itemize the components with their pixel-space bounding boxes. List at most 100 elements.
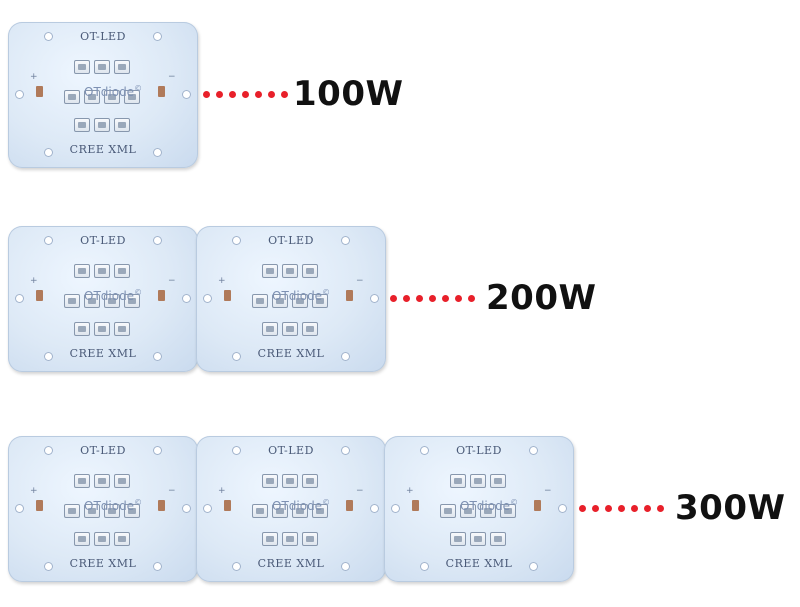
led-chip bbox=[114, 264, 130, 278]
mount-hole bbox=[182, 90, 191, 99]
solder-pad bbox=[346, 290, 353, 301]
led-chip bbox=[450, 474, 466, 488]
red-dot bbox=[579, 505, 586, 512]
led-chip bbox=[312, 294, 328, 308]
brand-watermark: OTdiode© bbox=[460, 498, 519, 513]
red-dot bbox=[403, 295, 410, 302]
row-200w: OT-LED + − OTdiode© CREE XML OT-LED bbox=[0, 222, 800, 382]
mount-hole bbox=[420, 562, 429, 571]
plus-sign: + bbox=[30, 276, 38, 286]
solder-pad bbox=[346, 500, 353, 511]
minus-sign: − bbox=[168, 486, 176, 496]
red-dot bbox=[605, 505, 612, 512]
led-chip bbox=[74, 322, 90, 336]
board-title: OT-LED bbox=[456, 444, 502, 457]
red-dot bbox=[631, 505, 638, 512]
mount-hole bbox=[558, 504, 567, 513]
led-board: OT-LED + − OTdiode© CREE XML bbox=[8, 22, 198, 168]
led-chip bbox=[490, 532, 506, 546]
led-chip bbox=[302, 474, 318, 488]
mount-hole bbox=[15, 90, 24, 99]
mount-hole bbox=[232, 446, 241, 455]
board-title: OT-LED bbox=[80, 30, 126, 43]
minus-sign: − bbox=[168, 72, 176, 82]
mount-hole bbox=[529, 562, 538, 571]
minus-sign: − bbox=[544, 486, 552, 496]
plus-sign: + bbox=[406, 486, 414, 496]
led-chip bbox=[262, 264, 278, 278]
led-chip bbox=[282, 474, 298, 488]
led-chip bbox=[450, 532, 466, 546]
mount-hole bbox=[232, 562, 241, 571]
mount-hole bbox=[153, 148, 162, 157]
led-chip bbox=[104, 294, 120, 308]
brand-watermark: OTdiode© bbox=[84, 288, 143, 303]
mount-hole bbox=[529, 446, 538, 455]
led-array bbox=[196, 436, 386, 582]
led-chip bbox=[64, 294, 80, 308]
led-chip bbox=[74, 264, 90, 278]
red-dot bbox=[229, 91, 236, 98]
red-dot bbox=[203, 91, 210, 98]
led-chip bbox=[74, 474, 90, 488]
mount-hole bbox=[370, 504, 379, 513]
mount-hole bbox=[15, 504, 24, 513]
led-array bbox=[8, 22, 198, 168]
row-300w: OT-LED + − OTdiode© CREE XML OT-LED bbox=[0, 432, 800, 592]
solder-pad bbox=[534, 500, 541, 511]
red-dot bbox=[592, 505, 599, 512]
mount-hole bbox=[44, 446, 53, 455]
red-dot bbox=[281, 91, 288, 98]
mount-hole bbox=[391, 504, 400, 513]
red-dot bbox=[442, 295, 449, 302]
board-footer: CREE XML bbox=[69, 143, 137, 156]
led-chip bbox=[252, 294, 268, 308]
led-chip bbox=[114, 118, 130, 132]
board-footer: CREE XML bbox=[69, 347, 137, 360]
brand-watermark: OTdiode© bbox=[84, 498, 143, 513]
led-chip bbox=[114, 60, 130, 74]
led-array bbox=[384, 436, 574, 582]
led-chip bbox=[272, 294, 288, 308]
led-chip bbox=[470, 532, 486, 546]
minus-sign: − bbox=[356, 486, 364, 496]
led-chip bbox=[302, 322, 318, 336]
board-footer: CREE XML bbox=[445, 557, 513, 570]
red-dot bbox=[644, 505, 651, 512]
led-chip bbox=[64, 90, 80, 104]
wattage-label: 300W bbox=[675, 488, 786, 528]
led-chip bbox=[470, 474, 486, 488]
connector-dots bbox=[203, 91, 288, 98]
board-title: OT-LED bbox=[80, 234, 126, 247]
brand-watermark: OTdiode© bbox=[272, 498, 331, 513]
red-dot bbox=[390, 295, 397, 302]
led-chip bbox=[74, 118, 90, 132]
led-chip bbox=[282, 264, 298, 278]
led-chip bbox=[124, 90, 140, 104]
mount-hole bbox=[341, 562, 350, 571]
mount-hole bbox=[153, 446, 162, 455]
mount-hole bbox=[44, 148, 53, 157]
brand-watermark: OTdiode© bbox=[272, 288, 331, 303]
led-chip bbox=[114, 322, 130, 336]
mount-hole bbox=[232, 236, 241, 245]
led-chip bbox=[84, 90, 100, 104]
led-chip bbox=[104, 504, 120, 518]
led-chip bbox=[94, 264, 110, 278]
plus-sign: + bbox=[30, 486, 38, 496]
board-title: OT-LED bbox=[268, 234, 314, 247]
mount-hole bbox=[370, 294, 379, 303]
connector-dots bbox=[579, 505, 664, 512]
mount-hole bbox=[341, 446, 350, 455]
led-chip bbox=[272, 504, 288, 518]
solder-pad bbox=[36, 290, 43, 301]
solder-pad bbox=[36, 500, 43, 511]
led-chip bbox=[460, 504, 476, 518]
red-dot bbox=[657, 505, 664, 512]
mount-hole bbox=[44, 236, 53, 245]
mount-hole bbox=[182, 294, 191, 303]
led-board: OT-LED + − OTdiode© CREE XML bbox=[196, 226, 386, 372]
led-chip bbox=[74, 60, 90, 74]
led-chip bbox=[262, 532, 278, 546]
led-chip bbox=[480, 504, 496, 518]
